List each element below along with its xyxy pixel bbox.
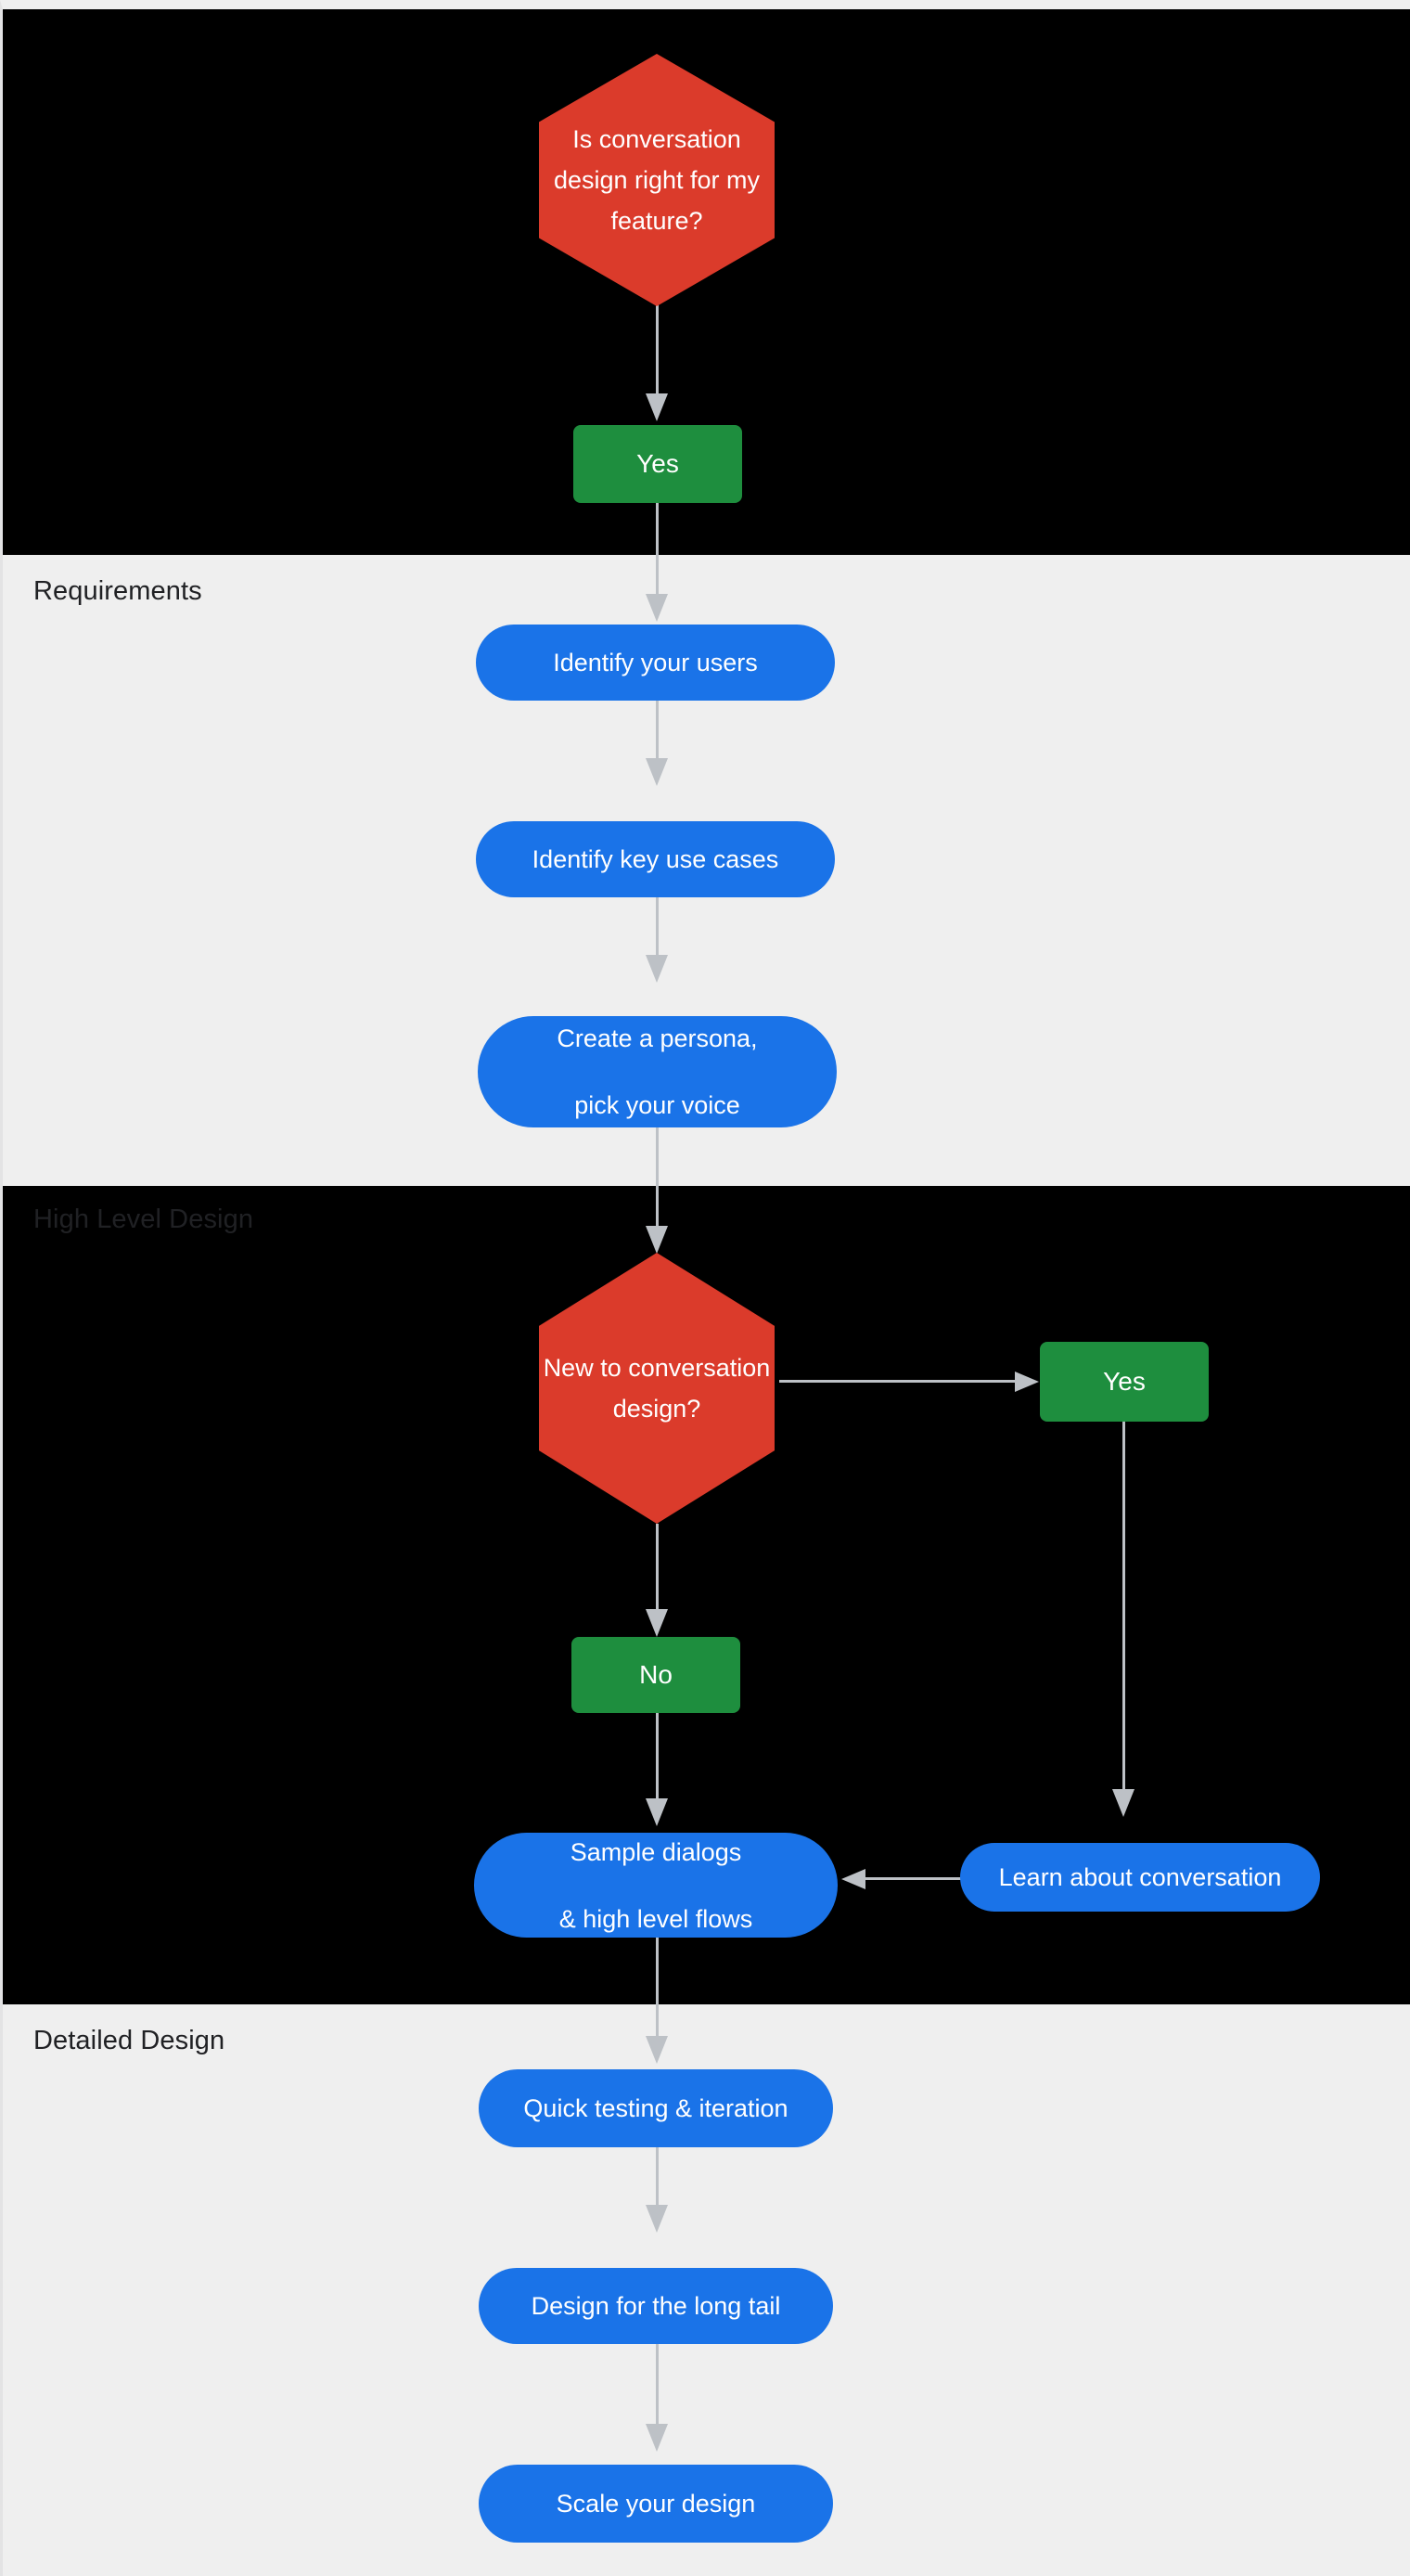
arrow-yes1-to-identify-users (646, 594, 668, 622)
answer-node-label: Yes (1103, 1367, 1146, 1396)
section-label-detailed-design: Detailed Design (33, 2026, 225, 2055)
decision-node-label: Is conversation design right for my feat… (553, 125, 761, 235)
connector-decision1-to-yes1 (656, 304, 659, 397)
connector-yes2-to-learn (1122, 1422, 1125, 1793)
connector-learn-to-sample-dialogs (865, 1877, 962, 1880)
step-node-label: Learn about conversation (998, 1863, 1282, 1891)
step-node-label-wrapper: Sample dialogs & high level flows (496, 1835, 815, 1936)
connector-quick-testing-to-long-tail (656, 2147, 659, 2209)
step-node-label: Identify your users (553, 649, 758, 676)
step-node-label-line-2: pick your voice (574, 1091, 740, 1119)
arrow-decision2-to-yes2 (1015, 1372, 1039, 1392)
arrow-sample-dialogs-to-quick-testing (646, 2036, 668, 2064)
step-node-identify-key-use-cases[interactable]: Identify key use cases (476, 821, 835, 897)
arrow-learn-to-sample-dialogs (841, 1869, 865, 1889)
connector-persona-to-decision2 (656, 1127, 659, 1230)
answer-node-label: No (639, 1660, 673, 1689)
connector-use-cases-to-persona (656, 897, 659, 959)
step-node-label-wrapper: Create a persona, pick your voice (500, 1022, 814, 1122)
step-node-create-a-persona-pick-your-voice[interactable]: Create a persona, pick your voice (478, 1016, 837, 1127)
step-node-label: Quick testing & iteration (523, 2094, 788, 2122)
arrow-persona-to-decision2 (646, 1226, 668, 1254)
answer-node-label: Yes (636, 449, 679, 478)
arrow-use-cases-to-persona (646, 955, 668, 983)
arrow-quick-testing-to-long-tail (646, 2205, 668, 2233)
arrow-long-tail-to-scale-design (646, 2424, 668, 2452)
step-node-label-line-2: & high level flows (558, 1904, 753, 1933)
arrow-decision1-to-yes1 (646, 393, 668, 421)
step-node-label: Design for the long tail (531, 2292, 781, 2320)
connector-yes1-to-identify-users (656, 503, 659, 598)
connector-no2-to-sample-dialogs (656, 1713, 659, 1802)
step-node-learn-about-conversation[interactable]: Learn about conversation (960, 1843, 1320, 1912)
decision-node-label: New to conversation design? (543, 1354, 771, 1423)
arrow-identify-users-to-use-cases (646, 758, 668, 786)
step-node-quick-testing-iteration[interactable]: Quick testing & iteration (479, 2069, 833, 2147)
connector-decision2-to-no2 (656, 1524, 659, 1613)
section-label-requirements: Requirements (33, 576, 202, 606)
arrow-no2-to-sample-dialogs (646, 1798, 668, 1826)
connector-sample-dialogs-to-quick-testing (656, 1938, 659, 2040)
connector-decision2-to-yes2 (779, 1380, 1017, 1383)
section-label-high-level-design: High Level Design (33, 1204, 254, 1234)
answer-node-yes-1[interactable]: Yes (573, 425, 742, 503)
step-node-design-for-the-long-tail[interactable]: Design for the long tail (479, 2268, 833, 2344)
connector-long-tail-to-scale-design (656, 2344, 659, 2428)
step-node-label-line-1: Create a persona, (557, 1024, 758, 1052)
connector-identify-users-to-use-cases (656, 701, 659, 762)
answer-node-yes-2[interactable]: Yes (1040, 1342, 1209, 1422)
arrow-decision2-to-no2 (646, 1609, 668, 1637)
step-node-label: Scale your design (556, 2490, 756, 2518)
step-node-identify-your-users[interactable]: Identify your users (476, 625, 835, 701)
step-node-label: Identify key use cases (532, 845, 779, 873)
step-node-sample-dialogs-high-level-flows[interactable]: Sample dialogs & high level flows (474, 1833, 838, 1938)
answer-node-no[interactable]: No (571, 1637, 740, 1713)
step-node-label-line-1: Sample dialogs (570, 1837, 742, 1866)
arrow-yes2-to-learn (1112, 1789, 1134, 1817)
step-node-scale-your-design[interactable]: Scale your design (479, 2465, 833, 2543)
